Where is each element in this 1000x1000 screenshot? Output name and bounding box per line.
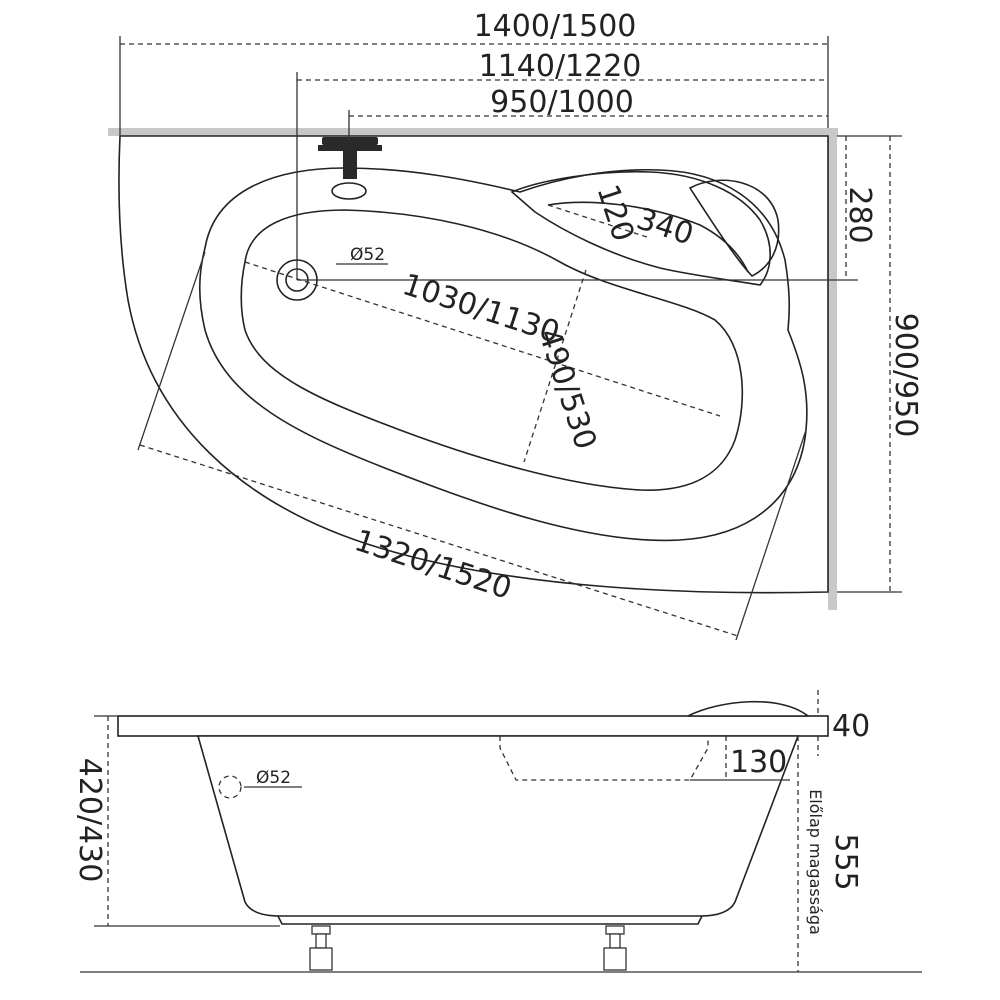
top-view: 1400/1500 1140/1220 950/1000 280 900/950… — [108, 9, 923, 641]
side-tub-base — [277, 915, 703, 925]
ext-line-front-right — [735, 429, 807, 641]
label-seat-depth: 130 — [730, 745, 787, 780]
right-foot-icon — [603, 925, 627, 971]
side-view: 40 130 420/430 555 Előlap magassága Ø52 — [72, 690, 922, 973]
headrest-area — [510, 170, 771, 286]
dim-line-inner-width — [523, 269, 587, 463]
label-total-height: 420/430 — [72, 758, 107, 883]
tub-outer-rim — [118, 135, 829, 594]
dim-line-front-length — [139, 444, 739, 637]
label-overflow-diameter: Ø52 — [256, 768, 291, 788]
left-foot-icon — [309, 925, 333, 971]
label-corner-depth: 280 — [842, 186, 877, 243]
headrest-inner-line — [547, 201, 749, 273]
side-tub-body — [196, 735, 800, 917]
headrest-pillow — [688, 179, 780, 277]
side-headrest-bump — [687, 700, 811, 717]
label-drain-diameter: Ø52 — [350, 245, 385, 265]
tub-inner-well — [240, 209, 744, 491]
label-drain-offset: 1140/1220 — [479, 49, 642, 84]
label-panel-height: 555 — [828, 833, 863, 890]
side-rim — [117, 715, 829, 737]
label-total-length: 1400/1500 — [474, 9, 637, 44]
label-tap-offset: 950/1000 — [490, 85, 634, 120]
overflow-icon — [331, 182, 367, 200]
back-wall — [108, 128, 838, 136]
label-panel-note: Előlap magassága — [806, 789, 825, 935]
dim-line-inner-length — [244, 261, 721, 417]
side-wall — [828, 128, 837, 610]
side-seat-step — [499, 736, 709, 781]
faucet-icon — [318, 137, 382, 179]
side-overflow-icon — [218, 775, 242, 799]
ext-line-front-left — [137, 251, 206, 451]
label-depth: 900/950 — [888, 313, 923, 438]
tub-rim-contour — [198, 167, 808, 542]
label-rim-height: 40 — [832, 709, 870, 744]
